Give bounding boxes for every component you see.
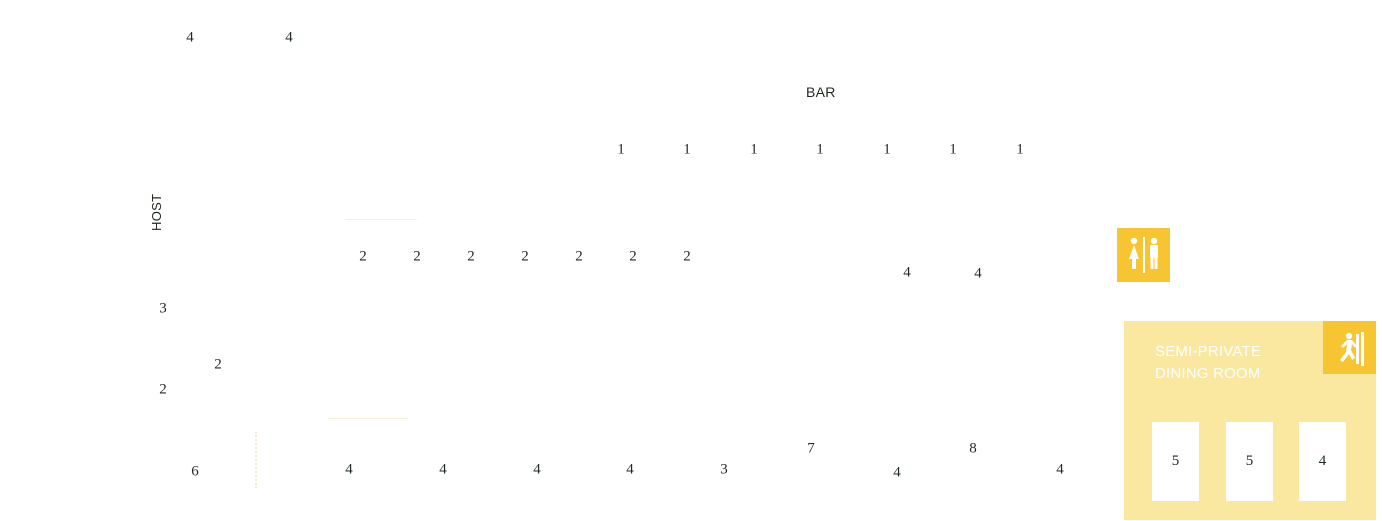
table-bottom-3[interactable]: 4 [439,461,447,478]
semi-private-title-line1: SEMI-PRIVATE [1155,343,1262,360]
table-top-1[interactable]: 4 [186,29,194,46]
bar-seat-6[interactable]: 1 [949,141,957,158]
table-row2-7[interactable]: 2 [683,248,691,265]
table-left-2[interactable]: 2 [214,356,222,373]
table-mid-right-1[interactable]: 4 [903,264,911,281]
table-bottom-9[interactable]: 8 [969,440,977,457]
table-left-1[interactable]: 3 [159,300,167,317]
bar-seat-7[interactable]: 1 [1016,141,1024,158]
faint-bottom-marker [328,406,408,419]
table-bottom-6[interactable]: 3 [720,461,728,478]
bar-label: BAR [806,84,836,100]
table-bottom-5[interactable]: 4 [626,461,634,478]
semi-private-title: SEMI-PRIVATE DINING ROOM [1155,341,1261,385]
table-row2-4[interactable]: 2 [521,248,529,265]
table-row2-1[interactable]: 2 [359,248,367,265]
table-top-2[interactable]: 4 [285,29,293,46]
emergency-exit-icon[interactable] [1323,321,1376,374]
bar-seat-2[interactable]: 1 [683,141,691,158]
semi-private-title-line2: DINING ROOM [1155,365,1261,382]
bar-seat-3[interactable]: 1 [750,141,758,158]
table-mid-right-2[interactable]: 4 [974,265,982,282]
table-bottom-8[interactable]: 4 [893,464,901,481]
table-row2-2[interactable]: 2 [413,248,421,265]
bar-seat-5[interactable]: 1 [883,141,891,158]
restroom-icon[interactable] [1117,228,1170,282]
table-bottom-10[interactable]: 4 [1056,461,1064,478]
table-bottom-2[interactable]: 4 [345,461,353,478]
faint-vertical-marker [255,432,273,488]
restroom-icon-graphic [1128,237,1158,273]
bar-seat-4[interactable]: 1 [816,141,824,158]
table-bottom-7[interactable]: 7 [807,440,815,457]
table-row2-3[interactable]: 2 [467,248,475,265]
host-label: HOST [149,193,164,231]
table-bottom-1[interactable]: 6 [191,463,199,480]
semi-private-dining-room: SEMI-PRIVATE DINING ROOM 5 5 4 [1124,321,1376,520]
table-row2-5[interactable]: 2 [575,248,583,265]
table-left-3[interactable]: 2 [159,381,167,398]
faint-row-marker [345,207,417,220]
bar-seat-1[interactable]: 1 [617,141,625,158]
emergency-exit-icon-graphic [1339,331,1364,366]
semi-private-table-3[interactable]: 4 [1299,422,1346,501]
table-bottom-4[interactable]: 4 [533,461,541,478]
table-row2-6[interactable]: 2 [629,248,637,265]
semi-private-table-2[interactable]: 5 [1226,422,1273,501]
semi-private-table-1[interactable]: 5 [1152,422,1199,501]
